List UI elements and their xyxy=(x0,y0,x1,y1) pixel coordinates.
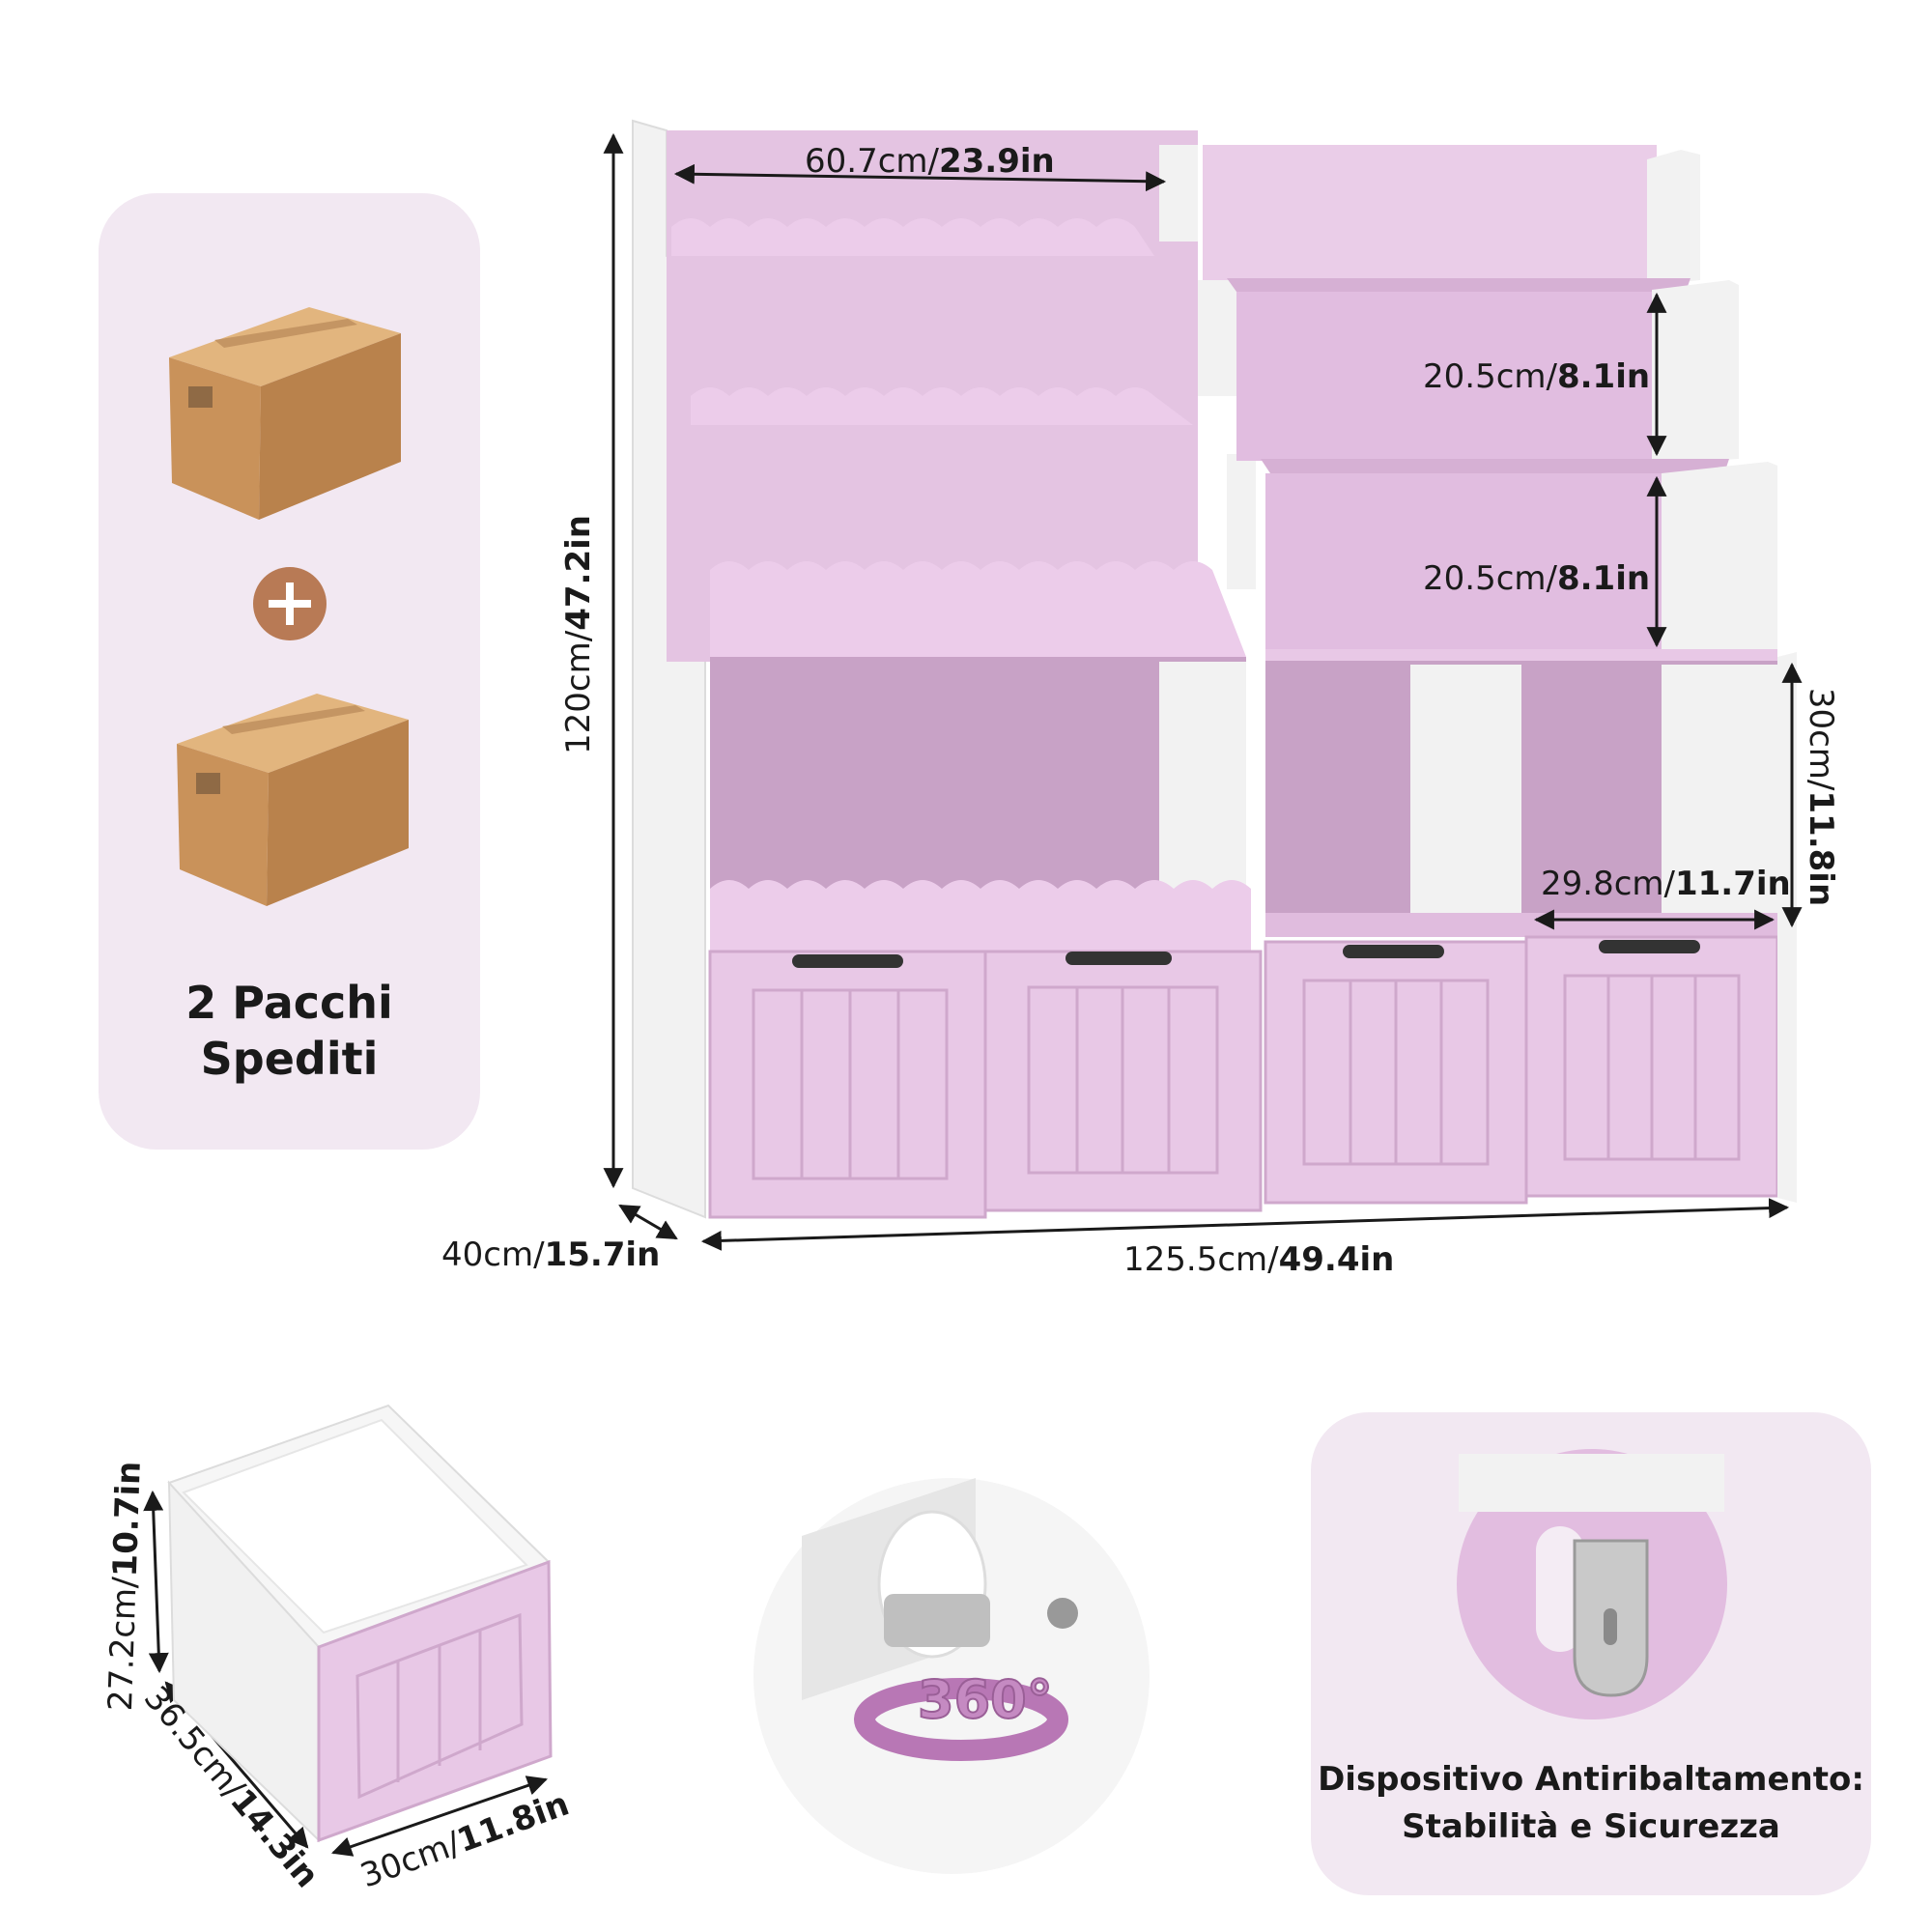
dim-depth: 40cm/15.7in xyxy=(441,1236,661,1274)
rotation-360-badge: 360° xyxy=(917,1668,1054,1731)
packages-label-line1: 2 Pacchi xyxy=(185,977,393,1029)
caster-wheel-closeup xyxy=(753,1478,1150,1874)
storage-bin xyxy=(167,1404,553,1843)
anti-tip-label: Dispositivo Antiribaltamento: Stabilità … xyxy=(1311,1756,1871,1852)
dim-top-width: 60.7cm/23.9in xyxy=(805,142,1055,181)
anti-tip-label-line2: Stabilità e Sicurezza xyxy=(1402,1807,1780,1847)
anti-tip-device-closeup xyxy=(1457,1449,1727,1719)
packages-label: 2 Pacchi Spediti xyxy=(99,976,480,1087)
dim-cubby-height: 30cm/11.8in xyxy=(1802,687,1841,907)
bookshelf xyxy=(632,119,1797,1219)
cardboard-box-icon xyxy=(177,694,409,906)
dim-shelf-height-2: 20.5cm/8.1in xyxy=(1423,559,1651,598)
anti-tip-label-line1: Dispositivo Antiribaltamento: xyxy=(1318,1760,1864,1799)
plus-icon xyxy=(253,567,327,640)
dim-total-width: 125.5cm/49.4in xyxy=(1123,1240,1395,1279)
packages-label-line2: Spediti xyxy=(200,1032,379,1085)
cardboard-box-icon xyxy=(169,307,401,520)
dim-total-height: 120cm/47.2in xyxy=(558,515,598,754)
dim-cubby-width: 29.8cm/11.7in xyxy=(1541,865,1791,903)
dim-shelf-height-1: 20.5cm/8.1in xyxy=(1423,357,1651,396)
dim-bin-height: 27.2cm/10.7in xyxy=(100,1461,149,1712)
